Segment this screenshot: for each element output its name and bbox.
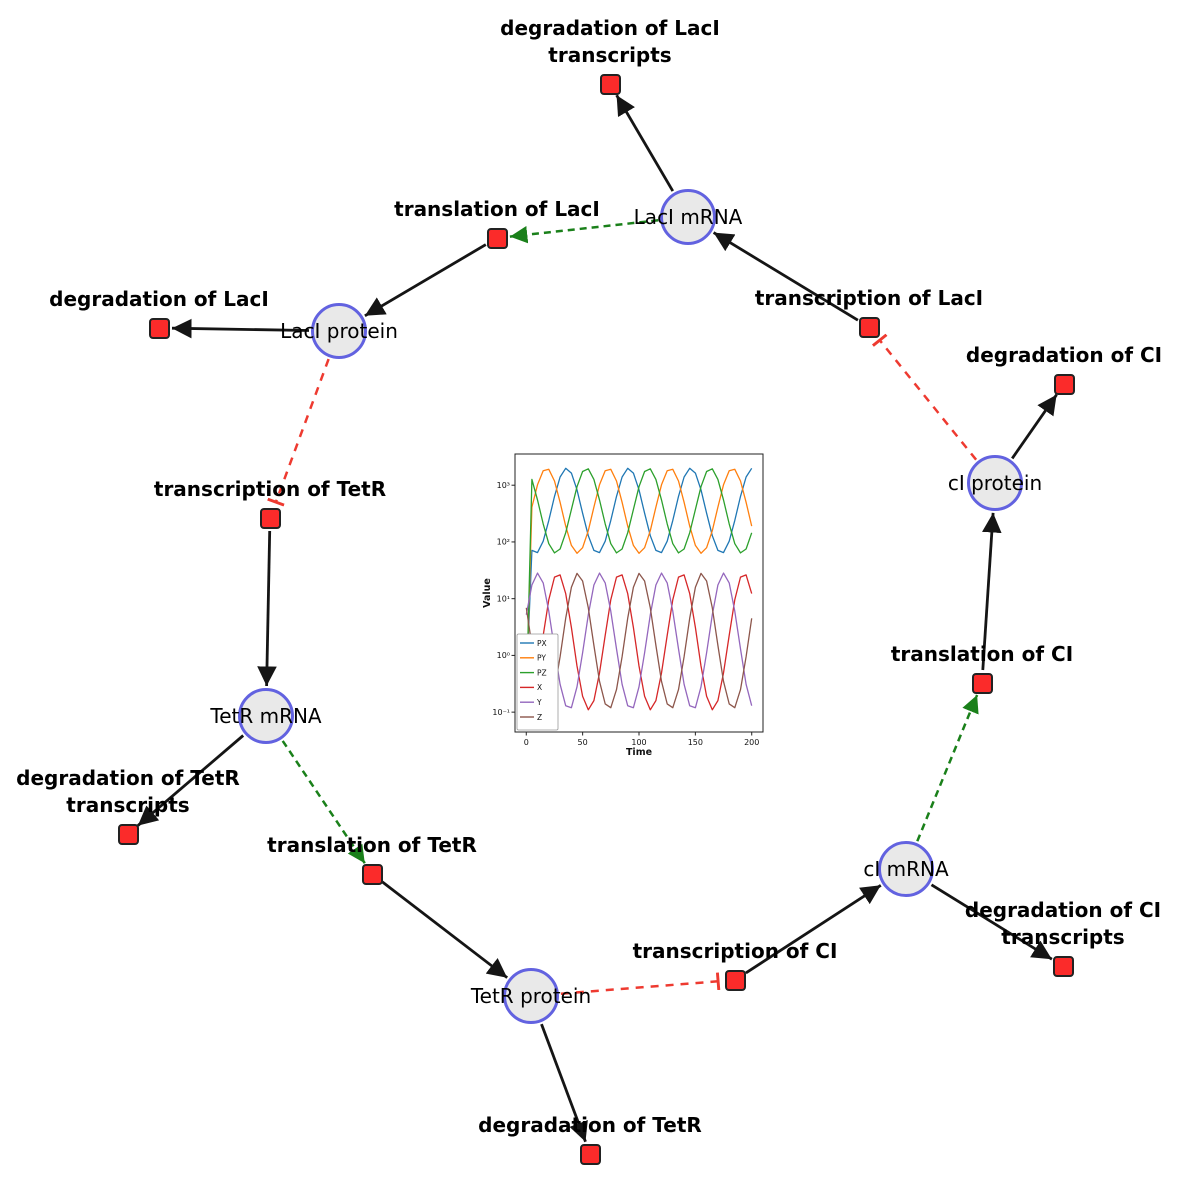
- reaction-label-deg_laci: degradation of LacI: [49, 286, 269, 313]
- reaction-node-deg_tetr: [579, 1143, 601, 1165]
- edge-consumption-laci_mrna-to-deg_laci_tx: [615, 94, 675, 192]
- species-label-tetr_protein: TetR protein: [470, 984, 592, 1008]
- species-label-ci_mrna: cI mRNA: [863, 857, 949, 881]
- species-node-laci_mrna: [660, 189, 716, 245]
- reaction-label-line: translation of TetR: [267, 833, 477, 857]
- species-node-tetr_protein: [503, 968, 559, 1024]
- edge-modifier-laci_mrna-to-transl_laci: [509, 219, 659, 244]
- edge-consumption-tetr_mrna-to-deg_tetr_tx: [136, 734, 245, 827]
- reaction-node-transl_tetr: [361, 863, 383, 885]
- y-tick-label: 10⁻¹: [492, 708, 510, 717]
- x-tick-label: 150: [688, 738, 703, 747]
- legend-label: X: [537, 683, 542, 692]
- edge-consumption-laci_protein-to-deg_laci: [171, 318, 310, 339]
- species-node-laci_protein: [311, 303, 367, 359]
- reaction-label-line: translation of LacI: [394, 197, 600, 221]
- reaction-label-deg_ci_tx: degradation of CI transcripts: [965, 897, 1161, 951]
- species-label-tetr_mrna: TetR mRNA: [210, 704, 322, 728]
- legend-label: PX: [537, 639, 547, 648]
- reaction-label-line: degradation of LacI: [500, 16, 720, 40]
- edge-production-transl_tetr-to-tetr_protein: [381, 880, 509, 979]
- reaction-label-transl_tetr: translation of TetR: [267, 832, 477, 859]
- reaction-label-line: degradation of TetR: [16, 766, 240, 790]
- edge-inhibition-ci_protein-to-tx_laci: [871, 333, 978, 461]
- legend-label: PY: [537, 654, 546, 663]
- reaction-node-transl_laci: [486, 227, 508, 249]
- reaction-label-tx_ci: transcription of CI: [633, 938, 838, 965]
- edge-inhibition-tetr_protein-to-tx_ci: [560, 972, 721, 995]
- reaction-label-deg_ci: degradation of CI: [966, 342, 1162, 369]
- reaction-label-line: transcription of TetR: [153, 477, 387, 501]
- y-tick-label: 10¹: [497, 594, 510, 603]
- y-tick-label: 10³: [497, 481, 510, 490]
- reaction-label-deg_tetr_tx: degradation of TetR transcripts: [16, 765, 240, 819]
- x-tick-label: 50: [578, 738, 588, 747]
- species-label-laci_protein: LacI protein: [280, 319, 398, 343]
- reaction-node-tx_tetr: [259, 507, 281, 529]
- species-label-laci_mrna: LacI mRNA: [633, 205, 743, 229]
- x-axis-label: Time: [626, 747, 652, 758]
- reaction-node-deg_ci: [1053, 373, 1075, 395]
- edge-production-tx_tetr-to-tetr_mrna: [257, 530, 277, 687]
- reaction-node-deg_tetr_tx: [117, 823, 139, 845]
- reaction-label-tx_tetr: transcription of TetR: [154, 476, 386, 503]
- reaction-label-transl_ci: translation of CI: [891, 641, 1073, 668]
- edge-consumption-tetr_protein-to-deg_tetr: [540, 1023, 588, 1143]
- edge-consumption-ci_protein-to-deg_ci: [1011, 393, 1058, 460]
- reaction-node-transl_ci: [971, 672, 993, 694]
- legend-label: Z: [537, 713, 542, 722]
- edge-modifier-tetr_mrna-to-transl_tetr: [281, 740, 366, 864]
- reaction-node-deg_ci_tx: [1052, 955, 1074, 977]
- reaction-label-line: degradation of LacI: [49, 287, 269, 311]
- series-line-Y: [525, 572, 753, 709]
- reaction-label-line: translation of CI: [890, 642, 1074, 666]
- edge-production-tx_laci-to-laci_mrna: [712, 231, 859, 322]
- series-line-Z: [525, 572, 753, 709]
- y-axis-label: Value: [482, 578, 493, 608]
- edge-production-tx_ci-to-ci_mrna: [745, 884, 882, 975]
- reaction-label-line: transcripts: [548, 43, 672, 67]
- reaction-label-line: transcription of LacI: [754, 286, 984, 310]
- reaction-node-deg_laci: [148, 317, 170, 339]
- legend-label: PZ: [537, 668, 547, 677]
- reaction-node-tx_laci: [858, 316, 880, 338]
- y-tick-label: 10⁰: [497, 651, 510, 660]
- edge-production-transl_laci-to-laci_protein: [364, 243, 487, 318]
- reaction-node-tx_ci: [724, 969, 746, 991]
- reaction-label-deg_laci_tx: degradation of LacI transcripts: [500, 15, 720, 69]
- x-tick-label: 100: [631, 738, 646, 747]
- edge-modifier-ci_mrna-to-transl_ci: [916, 694, 979, 842]
- y-tick-label: 10²: [497, 538, 510, 547]
- reaction-label-line: degradation of TetR: [478, 1113, 702, 1137]
- reaction-label-line: transcripts: [1001, 925, 1125, 949]
- edge-consumption-ci_mrna-to-deg_ci_tx: [930, 883, 1053, 961]
- reaction-label-line: degradation of CI: [964, 898, 1162, 922]
- reaction-label-tx_laci: transcription of LacI: [755, 285, 983, 312]
- reaction-label-deg_tetr: degradation of TetR: [478, 1112, 702, 1139]
- legend-label: Y: [536, 698, 542, 707]
- reaction-label-transl_laci: translation of LacI: [394, 196, 600, 223]
- edge-inhibition-laci_protein-to-tx_tetr: [267, 358, 330, 507]
- species-node-ci_protein: [967, 455, 1023, 511]
- series-line-PZ: [525, 468, 753, 703]
- series-line-PX: [525, 467, 753, 686]
- reaction-node-deg_laci_tx: [599, 73, 621, 95]
- series-line-X: [525, 574, 753, 711]
- species-node-ci_mrna: [878, 841, 934, 897]
- edge-production-transl_ci-to-ci_protein: [981, 512, 1002, 671]
- reaction-label-line: transcripts: [66, 793, 190, 817]
- x-tick-label: 0: [524, 738, 529, 747]
- series-line-PY: [525, 468, 753, 696]
- species-node-tetr_mrna: [238, 688, 294, 744]
- species-label-ci_protein: cI protein: [947, 471, 1043, 495]
- reaction-label-line: degradation of CI: [965, 343, 1163, 367]
- x-tick-label: 200: [744, 738, 759, 747]
- reaction-label-line: transcription of CI: [632, 939, 838, 963]
